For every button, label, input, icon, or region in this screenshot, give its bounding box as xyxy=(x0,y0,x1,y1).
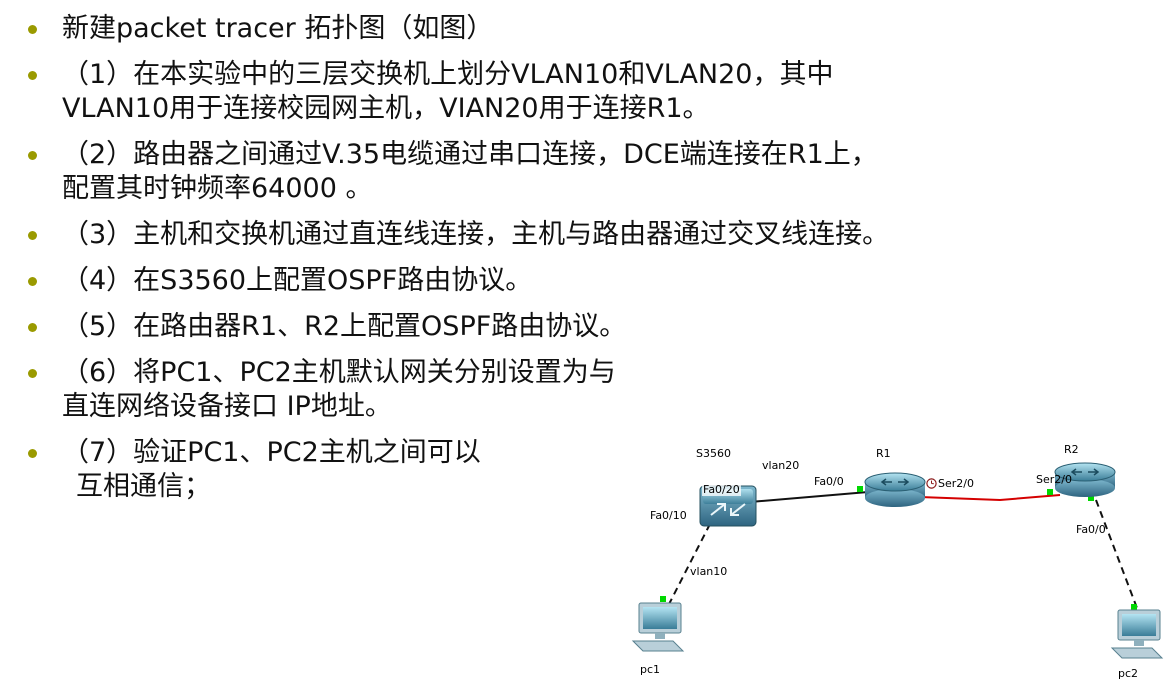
bullet-text: 互相通信； xyxy=(76,471,211,502)
switch-port-fa010-label: Fa0/10 xyxy=(650,509,687,522)
bullet-item-2: （1）在本实验中的三层交换机上划分VLAN10和VLAN20，其中 VLAN10… xyxy=(28,58,1128,126)
r2-port-fa00-label: Fa0/0 xyxy=(1076,523,1106,536)
bullet-text: （1）在本实验中的三层交换机上划分VLAN10和VLAN20，其中 xyxy=(62,59,834,90)
bullet-list: 新建packet tracer 拓扑图（如图） （1）在本实验中的三层交换机上划… xyxy=(28,12,1128,516)
vlan10-link-label: vlan10 xyxy=(690,565,728,578)
bullet-item-3: （2）路由器之间通过V.35电缆通过串口连接，DCE端连接在R1上， 配置其时钟… xyxy=(28,138,1128,206)
router2-name-label: R2 xyxy=(1064,443,1079,456)
router1-name-label: R1 xyxy=(876,447,891,460)
bullet-icon xyxy=(28,277,37,286)
bullet-icon xyxy=(28,369,37,378)
bullet-item-7: （6）将PC1、PC2主机默认网关分别设置为与 直连网络设备接口 IP地址。 xyxy=(28,356,1128,424)
router1-icon xyxy=(864,472,926,507)
bullet-icon xyxy=(28,25,37,34)
pc1-name-label: pc1 xyxy=(640,663,661,676)
pc1-icon xyxy=(631,602,685,652)
bullet-text: （2）路由器之间通过V.35电缆通过串口连接，DCE端连接在R1上， xyxy=(62,139,878,170)
r2-serial-port-label: Ser2/0 xyxy=(1036,473,1072,486)
switch-port-fa020-label: Fa0/20 xyxy=(702,483,741,496)
bullet-item-5: （4）在S3560上配置OSPF路由协议。 xyxy=(28,264,1128,298)
r1-serial-port-label: Ser2/0 xyxy=(926,478,974,490)
vlan20-link-label: vlan20 xyxy=(762,459,800,472)
bullet-text: （4）在S3560上配置OSPF路由协议。 xyxy=(62,265,533,296)
bullet-item-8: （7）验证PC1、PC2主机之间可以 互相通信； xyxy=(28,436,1128,504)
link-up-indicator xyxy=(1131,604,1137,610)
link-r2-pc2 xyxy=(1095,499,1141,617)
topology-canvas xyxy=(631,462,1164,659)
bullet-text: （7）验证PC1、PC2主机之间可以 xyxy=(62,437,481,468)
bullet-icon xyxy=(28,449,37,458)
pc2-name-label: pc2 xyxy=(1118,667,1139,680)
link-up-indicator xyxy=(660,596,666,602)
link-up-indicator xyxy=(857,486,863,492)
link-switch-pc1 xyxy=(665,523,711,611)
bullet-text: 新建packet tracer 拓扑图（如图） xyxy=(62,13,494,44)
bullet-icon xyxy=(28,323,37,332)
clock-icon xyxy=(926,478,937,489)
link-up-indicator xyxy=(1047,489,1053,495)
bullet-item-6: （5）在路由器R1、R2上配置OSPF路由协议。 xyxy=(28,310,1128,344)
network-topology-diagram: S3560 vlan20 Fa0/20 Fa0/0 R1 Ser2/0 Ser2… xyxy=(600,440,1176,683)
bullet-item-4: （3）主机和交换机通过直连线连接，主机与路由器通过交叉线连接。 xyxy=(28,218,1128,252)
bullet-text: VLAN10用于连接校园网主机，VIAN20用于连接R1。 xyxy=(62,93,710,124)
bullet-text: 直连网络设备接口 IP地址。 xyxy=(62,391,392,422)
r1-serial-port-text: Ser2/0 xyxy=(938,477,974,490)
bullet-text: （3）主机和交换机通过直连线连接，主机与路由器通过交叉线连接。 xyxy=(62,219,890,250)
bullet-icon xyxy=(28,151,37,160)
bullet-item-1: 新建packet tracer 拓扑图（如图） xyxy=(28,12,1128,46)
pc2-icon xyxy=(1110,609,1164,659)
bullet-text: （6）将PC1、PC2主机默认网关分别设置为与 xyxy=(62,357,616,388)
link-up-indicator xyxy=(1088,495,1094,501)
link-serial-r1-r2 xyxy=(919,494,1061,502)
switch-name-label: S3560 xyxy=(696,447,731,460)
router2-icon xyxy=(1054,462,1116,497)
bullet-text: 配置其时钟频率64000 。 xyxy=(62,173,373,204)
bullet-icon xyxy=(28,231,37,240)
bullet-icon xyxy=(28,71,37,80)
bullet-text: （5）在路由器R1、R2上配置OSPF路由协议。 xyxy=(62,311,627,342)
r1-port-fa00-label: Fa0/0 xyxy=(814,475,844,488)
link-switch-r1 xyxy=(749,491,869,503)
